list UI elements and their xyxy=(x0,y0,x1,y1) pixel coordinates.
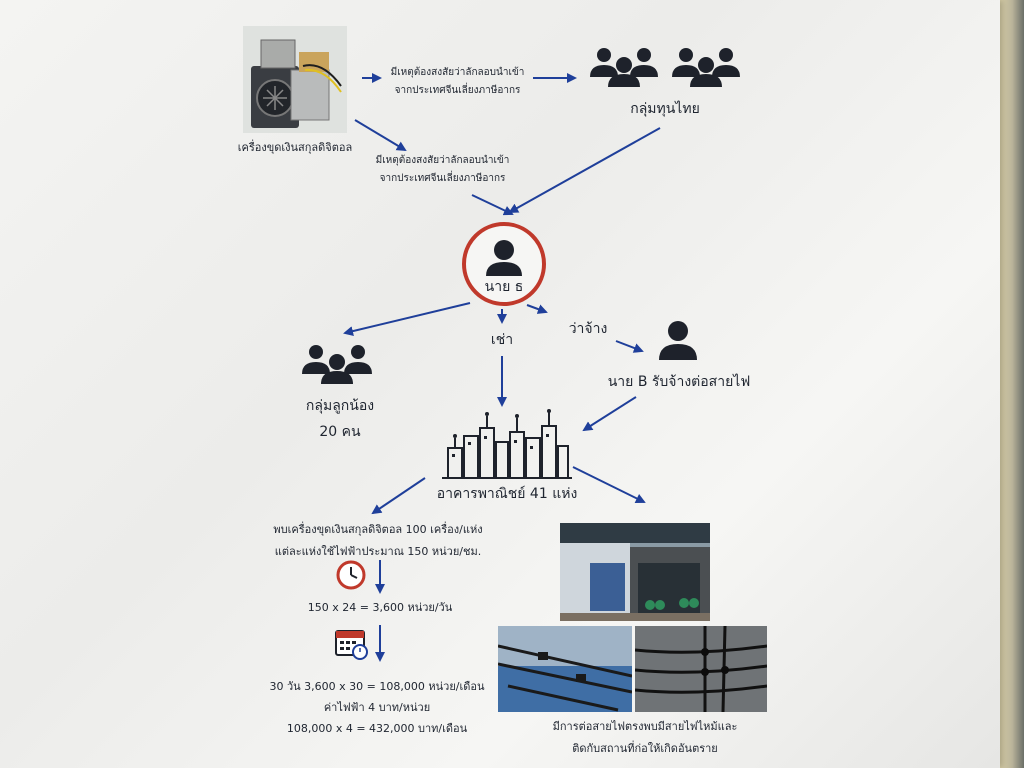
mr-b-icon xyxy=(659,321,697,360)
henchmen-line2: 20 คน xyxy=(319,424,361,440)
calc-rate: ค่าไฟฟ้า 4 บาท/หน่วย xyxy=(323,701,431,714)
calc-line2: แต่ละแห่งใช้ไฟฟ้าประมาณ 150 หน่วย/ชม. xyxy=(274,545,482,558)
wiring-photo-1 xyxy=(498,626,632,712)
arrow-mrd-to-mrb-b xyxy=(615,340,644,353)
henchmen-group-icon xyxy=(302,345,372,384)
calc-cost: 108,000 x 4 = 432,000 บาท/เดือน xyxy=(286,722,468,735)
smuggle-note-2-line1: มีเหตุต้องสงสัยว่าลักลอบนำเข้า xyxy=(375,155,510,166)
arrow-miner-to-mrd-b xyxy=(471,194,514,216)
arrows-layer xyxy=(343,73,661,662)
smuggle-note-2-line2: จากประเทศจีนเลี่ยงภาษีอากร xyxy=(379,173,506,184)
capital-group-icon xyxy=(590,48,740,87)
mr-d-label: นาย ธ xyxy=(484,279,524,295)
buildings-label: อาคารพาณิชย์ 41 แห่ง xyxy=(436,486,578,502)
evidence-line2: ติดกับสถานที่ก่อให้เกิดอันตราย xyxy=(572,742,718,755)
henchmen-label: กลุ่มลูกน้อง 20 คน xyxy=(290,393,390,445)
arrow-mrd-to-henchmen xyxy=(343,302,471,336)
evidence-caption: มีการต่อสายไฟตรงพบมีสายไฟไหม้และ ติดกับส… xyxy=(520,716,770,760)
arrow-mrd-to-mrb xyxy=(526,304,548,314)
rent-label: เช่า xyxy=(490,332,514,348)
wiring-photo-2 xyxy=(635,626,767,712)
arrow-capital-to-mrd xyxy=(508,127,661,213)
calendar-icon xyxy=(335,630,368,660)
buildings-icon xyxy=(442,409,572,479)
capital-group-label: กลุ่มทุนไทย xyxy=(630,101,700,117)
calc-line1: พบเครื่องขุดเงินสกุลดิจิตอล 100 เครื่อง/… xyxy=(273,523,483,536)
arrow-buildings-to-photos xyxy=(572,466,646,503)
calc-summary: 30 วัน 3,600 x 30 = 108,000 หน่วย/เดือน … xyxy=(242,676,512,739)
arrow-mrb-to-buildings xyxy=(582,396,637,432)
mr-b-label: นาย B รับจ้างต่อสายไฟ xyxy=(607,374,751,390)
shophouse-photo xyxy=(560,523,710,621)
miner-caption: เครื่องขุดเงินสกุลดิจิตอล xyxy=(237,141,353,154)
smuggle-note-2: มีเหตุต้องสงสัยว่าลักลอบนำเข้า จากประเทศ… xyxy=(365,152,520,188)
mr-d-circle xyxy=(462,222,546,306)
evidence-line1: มีการต่อสายไฟตรงพบมีสายไฟไหม้และ xyxy=(552,720,738,733)
miner-photo xyxy=(243,26,347,133)
smuggle-note-1: มีเหตุต้องสงสัยว่าลักลอบนำเข้า จากประเทศ… xyxy=(380,64,535,100)
arrow-miner-to-mrd xyxy=(354,119,407,152)
calc-daily: 150 x 24 = 3,600 หน่วย/วัน xyxy=(307,601,453,614)
person-icon xyxy=(486,240,522,276)
hire-label: ว่าจ้าง xyxy=(568,321,608,337)
clock-icon xyxy=(336,560,366,590)
calc-monthly: 30 วัน 3,600 x 30 = 108,000 หน่วย/เดือน xyxy=(269,680,485,693)
smuggle-note-1-line1: มีเหตุต้องสงสัยว่าลักลอบนำเข้า xyxy=(390,67,525,78)
calc-intro: พบเครื่องขุดเงินสกุลดิจิตอล 100 เครื่อง/… xyxy=(248,519,508,563)
smuggle-note-1-line2: จากประเทศจีนเลี่ยงภาษีอากร xyxy=(394,85,521,96)
henchmen-line1: กลุ่มลูกน้อง xyxy=(305,398,375,414)
arrow-buildings-to-calc xyxy=(371,477,426,515)
